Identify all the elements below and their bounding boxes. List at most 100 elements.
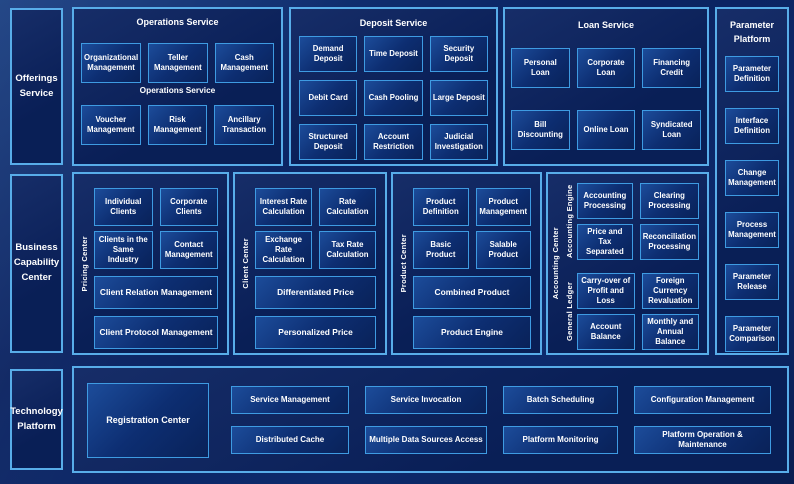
operations-service-subtitle: Operations Service — [139, 85, 216, 95]
client-center-grid: Interest Rate Calculation Rate Calculati… — [255, 188, 376, 269]
loan-service-panel: Loan Service Personal Loan Corporate Loa… — [503, 7, 709, 166]
accounting-center-label: Accounting Center — [551, 227, 560, 300]
product-center-box: Combined Product — [413, 276, 531, 309]
operations-box: Organizational Management — [81, 43, 142, 83]
operations-box: Risk Management — [147, 105, 208, 145]
accounting-box: Reconciliation Processing — [639, 224, 699, 260]
product-center-box: Basic Product — [413, 231, 469, 269]
deposit-box: Time Deposit — [364, 36, 423, 72]
loan-box: Bill Discounting — [511, 110, 570, 150]
accounting-center-vlabel-wrap: Accounting Center — [549, 174, 562, 353]
loan-row-1: Personal Loan Corporate Loan Financing C… — [511, 48, 701, 88]
client-center-box: Rate Calculation — [319, 188, 376, 226]
pricing-center-grid: Individual Clients Corporate Clients Cli… — [94, 188, 218, 269]
deposit-box: Demand Deposit — [299, 36, 358, 72]
offerings-service-label: Offerings Service — [15, 72, 58, 99]
loan-box: Personal Loan — [511, 48, 570, 88]
product-center-label: Product Center — [398, 234, 408, 293]
deposit-box: Structured Deposit — [299, 124, 358, 160]
client-center-label: Client Center — [240, 238, 250, 289]
deposit-grid: Demand Deposit Time Deposit Security Dep… — [299, 36, 488, 160]
offerings-service-panel: Offerings Service — [10, 8, 63, 165]
pricing-center-box: Clients in the Same Industry — [94, 231, 153, 269]
client-center-box: Interest Rate Calculation — [255, 188, 312, 226]
deposit-box: Judicial Investigation — [429, 124, 488, 160]
pricing-center-box: Client Relation Management — [94, 276, 218, 309]
loan-box: Corporate Loan — [576, 48, 636, 88]
business-capability-center-label: Business Capability Center — [13, 242, 60, 283]
client-center-box: Personalized Price — [255, 316, 376, 349]
product-center-panel: Product Center Product Definition Produc… — [391, 172, 542, 355]
deposit-box: Account Restriction — [364, 124, 423, 160]
client-center-content: Interest Rate Calculation Rate Calculati… — [255, 174, 376, 353]
general-ledger-group: General Ledger Carry-over of Profit and … — [562, 273, 699, 350]
product-center-box: Product Definition — [413, 188, 469, 226]
product-center-box: Salable Product — [475, 231, 531, 269]
deposit-box: Large Deposit — [429, 80, 488, 116]
operations-box: Teller Management — [148, 43, 208, 83]
technology-box: Service Invocation — [365, 386, 487, 414]
product-center-box: Product Management — [475, 188, 531, 226]
loan-box: Syndicated Loan — [642, 110, 701, 150]
technology-box: Platform Operation & Maintenance — [634, 426, 771, 454]
parameter-box: Process Management — [725, 211, 779, 248]
operations-box: Voucher Management — [81, 105, 141, 145]
deposit-service-title: Deposit Service — [359, 18, 428, 28]
general-ledger-label: General Ledger — [565, 281, 574, 342]
general-ledger-grid: Carry-over of Profit and Loss Foreign Cu… — [577, 273, 699, 350]
accounting-box: Accounting Processing — [577, 183, 633, 219]
loan-row-2: Bill Discounting Online Loan Syndicated … — [511, 110, 701, 150]
technology-box: Distributed Cache — [231, 426, 349, 454]
pricing-center-box: Client Protocol Management — [94, 316, 218, 349]
operations-box: Cash Management — [214, 43, 274, 83]
parameter-platform-title: Parameter Platform — [729, 20, 775, 45]
registration-center-box: Registration Center — [87, 383, 209, 458]
product-center-content: Product Definition Product Management Ba… — [413, 174, 531, 353]
accounting-box: Clearing Processing — [639, 183, 699, 219]
parameter-box: Interface Definition — [725, 107, 779, 144]
pricing-center-vlabel-wrap: Pricing Center — [76, 174, 92, 353]
product-center-box: Product Engine — [413, 316, 531, 349]
technology-box: Service Management — [231, 386, 349, 414]
accounting-box: Monthly and Annual Balance — [641, 314, 699, 350]
technology-box: Batch Scheduling — [503, 386, 618, 414]
pricing-center-panel: Pricing Center Individual Clients Corpor… — [72, 172, 229, 355]
operations-row-1: Organizational Management Teller Managem… — [81, 43, 274, 83]
pricing-center-box: Contact Management — [159, 231, 218, 269]
technology-box: Multiple Data Sources Access — [365, 426, 487, 454]
technology-box: Configuration Management — [634, 386, 771, 414]
parameter-box: Parameter Definition — [725, 55, 779, 92]
accounting-box: Foreign Currency Revaluation — [641, 273, 699, 309]
pricing-center-content: Individual Clients Corporate Clients Cli… — [94, 174, 218, 353]
pricing-center-box: Individual Clients — [94, 188, 153, 226]
product-center-grid: Product Definition Product Management Ba… — [413, 188, 531, 269]
client-center-vlabel-wrap: Client Center — [237, 174, 253, 353]
loan-box: Financing Credit — [642, 48, 701, 88]
parameter-box: Parameter Comparison — [725, 315, 779, 352]
client-center-box: Exchange Rate Calculation — [255, 231, 312, 269]
technology-platform-panel-label: Technology Platform — [10, 369, 63, 470]
accounting-box: Account Balance — [577, 314, 635, 350]
operations-box: Ancillary Transaction — [214, 105, 274, 145]
accounting-engine-grid: Accounting Processing Clearing Processin… — [577, 183, 699, 260]
parameter-stack: Parameter Definition Interface Definitio… — [725, 55, 779, 352]
deposit-service-panel: Deposit Service Demand Deposit Time Depo… — [289, 7, 498, 166]
product-center-vlabel-wrap: Product Center — [395, 174, 411, 353]
accounting-engine-label: Accounting Engine — [565, 184, 574, 259]
deposit-box: Security Deposit — [429, 36, 488, 72]
accounting-box: Carry-over of Profit and Loss — [577, 273, 635, 309]
operations-row-2: Voucher Management Risk Management Ancil… — [81, 105, 274, 145]
parameter-box: Change Management — [725, 159, 779, 196]
accounting-engine-group: Accounting Engine Accounting Processing … — [562, 183, 699, 260]
client-center-panel: Client Center Interest Rate Calculation … — [233, 172, 387, 355]
deposit-box: Cash Pooling — [364, 80, 423, 116]
pricing-center-label: Pricing Center — [79, 235, 89, 292]
business-capability-center-panel: Business Capability Center — [10, 174, 63, 353]
accounting-center-panel: Accounting Center Accounting Engine Acco… — [546, 172, 709, 355]
accounting-box: Price and Tax Separated — [577, 224, 633, 260]
parameter-box: Parameter Release — [725, 263, 779, 300]
client-center-box: Tax Rate Calculation — [319, 231, 376, 269]
operations-service-title: Operations Service — [136, 17, 219, 27]
parameter-platform-panel: Parameter Platform Parameter Definition … — [715, 7, 789, 355]
technology-platform-panel: Registration Center Service Management S… — [72, 366, 789, 473]
